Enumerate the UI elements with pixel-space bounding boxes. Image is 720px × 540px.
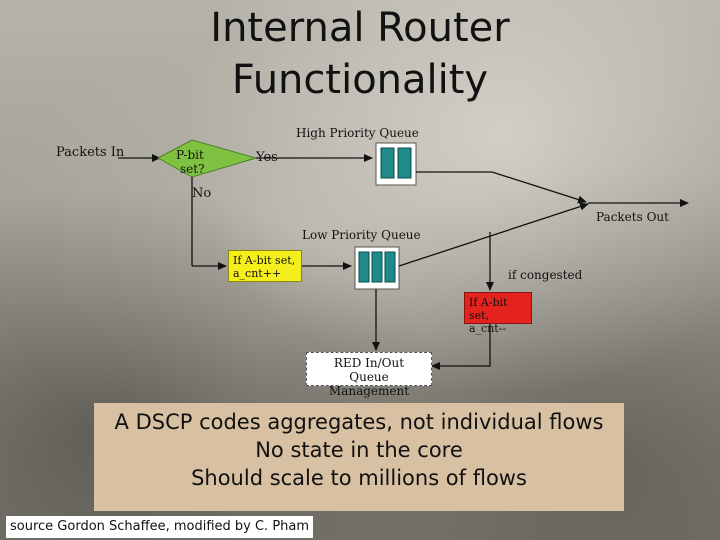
no-label: No xyxy=(192,186,212,201)
low-queue-label: Low Priority Queue xyxy=(302,228,421,242)
if-congested-label: if congested xyxy=(508,268,583,282)
summary-box: A DSCP codes aggregates, not individual … xyxy=(94,403,624,511)
high-priority-queue xyxy=(375,142,417,186)
decision-label-1: P-bit xyxy=(176,148,204,162)
decision-label-2: set? xyxy=(180,162,205,176)
high-queue-label: High Priority Queue xyxy=(296,126,419,140)
red-queue-management-box: RED In/Out Queue Management xyxy=(306,352,432,398)
packets-out-label: Packets Out xyxy=(596,210,669,224)
arrow-high-out xyxy=(416,171,587,204)
red-line2: Queue Management xyxy=(328,370,410,398)
p-bit-decision xyxy=(156,139,258,178)
a-bit-increment-line1: If A-bit set, xyxy=(233,254,296,267)
a-bit-decrement-line2: a_cnt-- xyxy=(469,322,507,335)
summary-line1: A DSCP codes aggregates, not individual … xyxy=(114,410,604,434)
yes-label: Yes xyxy=(256,150,278,165)
red-line1: RED In/Out xyxy=(333,356,405,370)
arrow-dec-to-red xyxy=(431,324,491,370)
source-citation: source Gordon Schaffee, modified by C. P… xyxy=(6,516,314,538)
a-bit-decrement-box: If A-bit set, a_cnt-- xyxy=(464,292,532,335)
a-bit-increment-line2: a_cnt++ xyxy=(233,267,282,280)
packets-in-label: Packets In xyxy=(56,145,125,160)
slide-title-line1: Internal Router xyxy=(210,5,510,51)
summary-line2: No state in the core xyxy=(255,438,463,462)
summary-line3: Should scale to millions of flows xyxy=(191,466,527,490)
arrow-low-out xyxy=(398,202,589,267)
slide-title-line2: Functionality xyxy=(231,57,489,103)
a-bit-increment-box: If A-bit set, a_cnt++ xyxy=(228,250,302,282)
low-priority-queue xyxy=(354,246,400,290)
a-bit-decrement-line1: If A-bit set, xyxy=(469,296,508,322)
